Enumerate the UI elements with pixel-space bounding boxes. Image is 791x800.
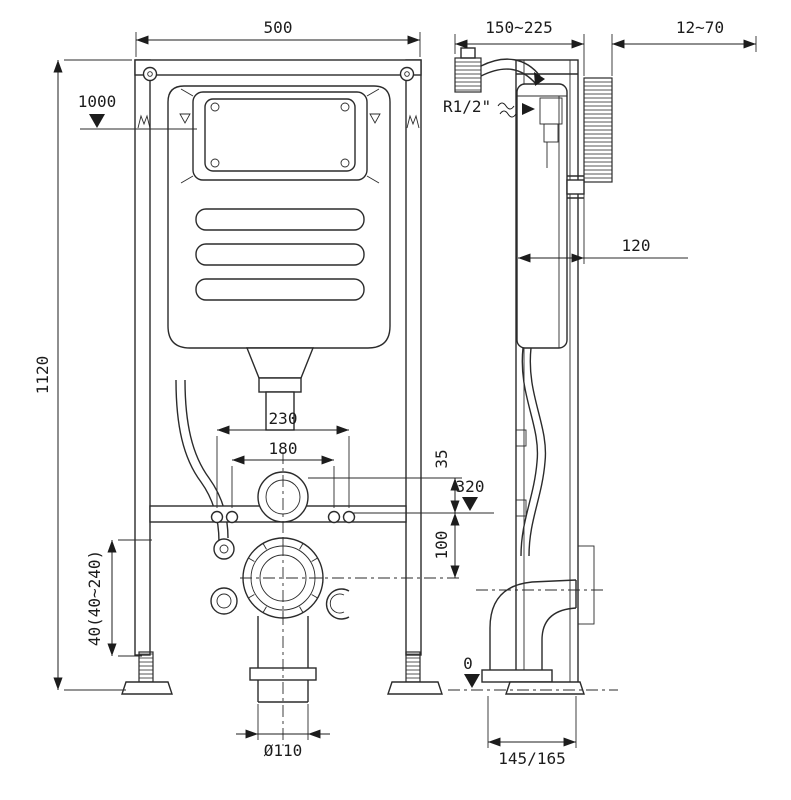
inlet-fitting [454, 57, 482, 93]
foot-rod-left [138, 651, 154, 683]
dimension-40-240: 40(40~240) [85, 539, 152, 657]
dimension-145-165: 145/165 [487, 696, 577, 768]
dimension-150-225: 150~225 [454, 18, 585, 76]
flush-pipe-tube [265, 391, 295, 431]
inlet-arrowhead [522, 103, 535, 115]
pipe-clip [325, 588, 350, 620]
dim-outer-fixings: 230 [269, 409, 298, 428]
floor-bracket [577, 545, 595, 625]
label-inlet-thread: R1/2" [443, 97, 535, 118]
dimension-0: 0 [463, 654, 480, 688]
top-crossbar [134, 59, 422, 76]
dim-outlet-level: 320 [456, 477, 485, 496]
dimension-1120: 1120 [33, 59, 132, 691]
left-rail [134, 59, 151, 656]
dimension-35: 35 [308, 449, 494, 514]
wall-bracket-arm [566, 179, 585, 195]
dim-finish-thickness: 12~70 [676, 18, 724, 37]
cistern-slot [195, 278, 365, 301]
hose-arrowhead [534, 72, 545, 86]
dimension-500: 500 [135, 18, 421, 57]
cistern-slot [195, 208, 365, 231]
wave-symbol [497, 102, 515, 110]
level-triangle-1000 [89, 114, 105, 128]
level-triangle-0 [464, 674, 480, 688]
dimension-110: Ø110 [236, 704, 330, 760]
dimension-320: 320 [456, 477, 485, 511]
foot-plate-left [121, 681, 173, 695]
level-mark-right [369, 113, 381, 124]
inlet-stem [460, 47, 476, 59]
side-view [454, 47, 613, 695]
top-bolt-right [399, 66, 415, 82]
fixing-hole [342, 510, 356, 524]
plate-screw [340, 102, 350, 112]
cistern-profile [516, 83, 568, 349]
flush-plate-inner [204, 98, 356, 172]
dimension-1000: 1000 [78, 92, 197, 130]
dim-foot-adjustment: 40(40~240) [85, 550, 104, 646]
dim-floor-level: 0 [463, 654, 473, 673]
dimension-100: 100 [432, 513, 460, 578]
fixing-hole [210, 510, 224, 524]
right-rail [405, 59, 422, 656]
dim-inner-fixings: 180 [269, 439, 298, 458]
angle-valve [213, 538, 235, 560]
dim-outlet-gap: 35 [432, 449, 451, 468]
dim-outlet-projection: 145/165 [498, 749, 565, 768]
dim-frame-depth: 120 [622, 236, 651, 255]
level-triangle-320 [462, 497, 478, 511]
rail-mark-right [406, 114, 420, 129]
flush-pipe-taper [245, 347, 315, 379]
flush-bend [520, 347, 539, 557]
fixing-hole [225, 510, 239, 524]
inlet-hose [480, 58, 541, 77]
plate-screw [210, 102, 220, 112]
plate-screw [210, 158, 220, 168]
dim-drain-diameter: Ø110 [264, 741, 303, 760]
dim-water-inlet: R1/2" [443, 97, 491, 116]
wall-bracket-block [583, 77, 613, 183]
dimension-180: 180 [231, 439, 335, 508]
dimension-120: 120 [518, 186, 688, 264]
dim-drain-offset: 100 [432, 531, 451, 560]
elbow-flange [481, 669, 553, 683]
drain-seal [210, 587, 238, 615]
flush-pipe-collar [258, 377, 302, 393]
dim-frame-width: 500 [264, 18, 293, 37]
drain-elbow [489, 579, 577, 670]
dimension-12-70: 12~70 [611, 18, 757, 76]
fixing-hole [327, 510, 341, 524]
dim-wall-distance: 150~225 [485, 18, 552, 37]
foot-plate-side [505, 681, 585, 695]
front-view [121, 59, 443, 703]
foot-plate-right [387, 681, 443, 695]
cistern-slot [195, 243, 365, 266]
rail-mark-left [137, 114, 151, 129]
top-bolt-left [142, 66, 158, 82]
dim-frame-height: 1120 [33, 356, 52, 395]
foot-rod-right [405, 651, 421, 683]
plate-screw [340, 158, 350, 168]
dimension-230: 230 [216, 409, 350, 508]
dim-plate-height: 1000 [78, 92, 117, 111]
level-mark-left [179, 113, 191, 124]
